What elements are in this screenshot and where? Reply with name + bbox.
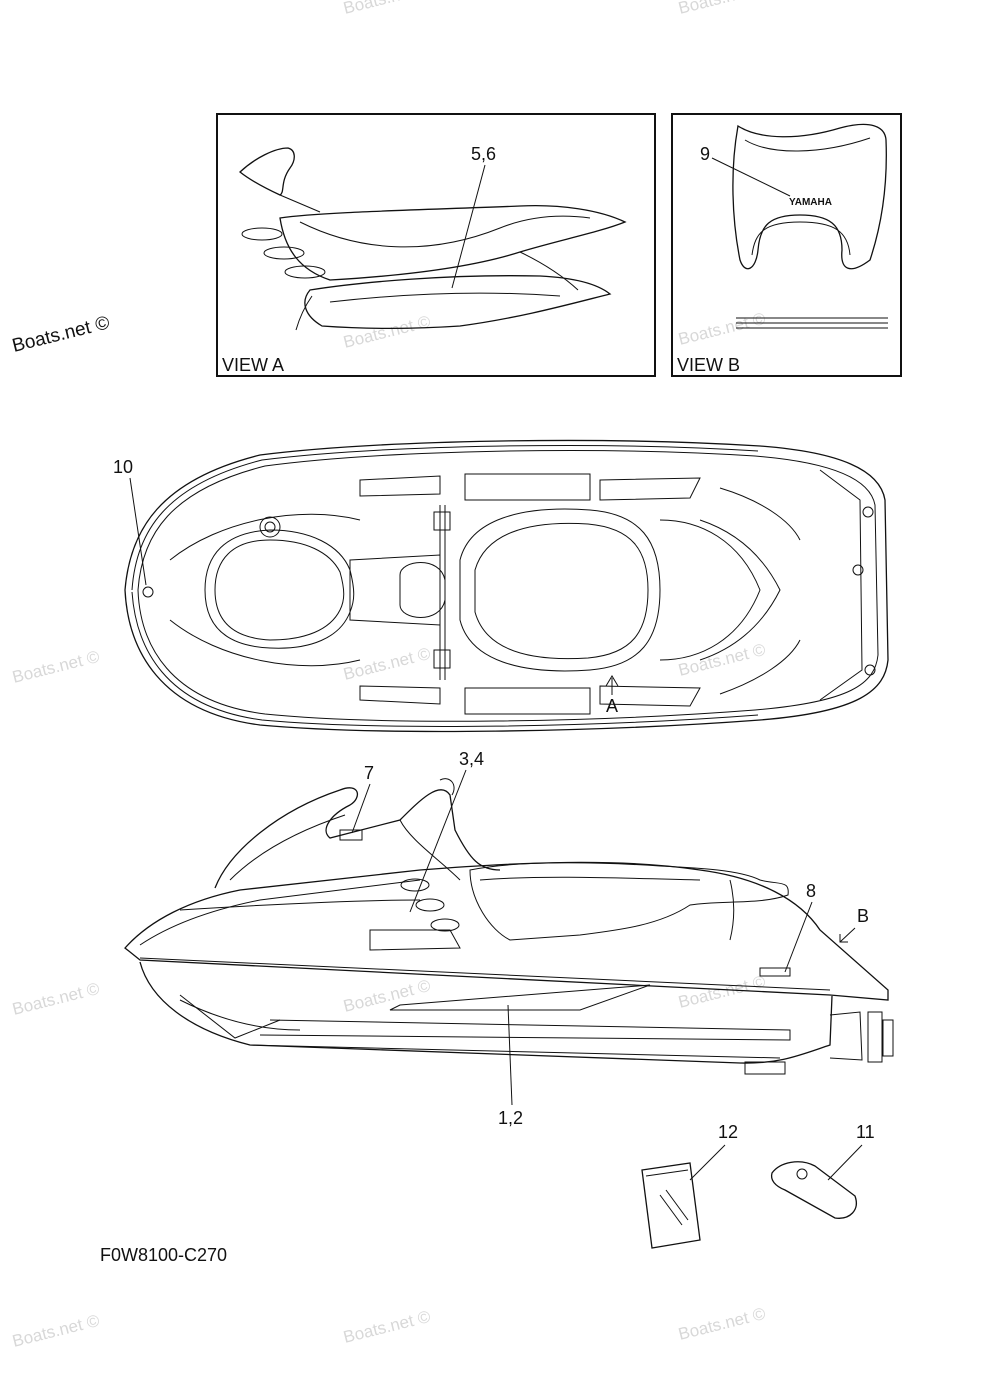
brand-decal: YAMAHA xyxy=(789,197,832,208)
watermark-text: Boats.net © xyxy=(341,312,432,352)
watermark-text: Boats.net © xyxy=(676,640,767,680)
part-11-holder: 11 xyxy=(770,1122,875,1219)
callout-leader xyxy=(711,157,791,197)
watermark-text: Boats.net © xyxy=(10,979,101,1019)
view-a-label: VIEW A xyxy=(222,355,284,375)
watermark-text: Boats.net © xyxy=(10,312,112,356)
watermark-text: Boats.net © xyxy=(341,0,432,18)
callout-1-2: 1,2 xyxy=(498,1108,523,1128)
watermark-text: Boats.net © xyxy=(341,644,432,684)
watermark-text: Boats.net © xyxy=(676,972,767,1012)
callout-leader xyxy=(409,769,467,913)
callout-leader xyxy=(351,783,371,834)
part-12-manual-pouch: 12 xyxy=(641,1122,738,1249)
watermark-text: Boats.net © xyxy=(676,1304,767,1344)
drawing-code: F0W8100-C270 xyxy=(100,1245,227,1265)
callout-leader xyxy=(827,1144,863,1181)
callout-leader xyxy=(451,164,486,289)
watermark-text: Boats.net © xyxy=(10,1311,101,1351)
watermark-text: Boats.net © xyxy=(10,647,101,687)
view-a-arrow xyxy=(605,675,619,695)
view-b-marker: B xyxy=(857,906,869,926)
view-a-marker: A xyxy=(606,696,618,716)
top-view: 10 A xyxy=(113,439,889,733)
callout-leader xyxy=(129,477,147,586)
callout-10: 10 xyxy=(113,457,133,477)
callout-leader xyxy=(689,1144,726,1181)
callout-5-6: 5,6 xyxy=(471,144,496,164)
view-b-label: VIEW B xyxy=(677,355,740,375)
callout-8: 8 xyxy=(806,881,816,901)
watermark-text: Boats.net © xyxy=(676,0,767,18)
callout-12: 12 xyxy=(718,1122,738,1142)
view-b-panel: YAMAHA 9 VIEW B xyxy=(671,113,902,377)
watermark-text: Boats.net © xyxy=(341,1307,432,1347)
callout-7: 7 xyxy=(364,763,374,783)
view-b-arrow xyxy=(839,927,856,943)
callout-leader xyxy=(507,1004,513,1106)
side-view: 7 3,4 8 1,2 B xyxy=(124,749,894,1128)
callout-3-4: 3,4 xyxy=(459,749,484,769)
callout-9: 9 xyxy=(700,144,710,164)
callout-11: 11 xyxy=(856,1122,875,1142)
view-a-panel: 5,6 VIEW A xyxy=(216,113,656,377)
callout-leader xyxy=(784,901,813,973)
watermark-text: Boats.net © xyxy=(676,309,767,349)
